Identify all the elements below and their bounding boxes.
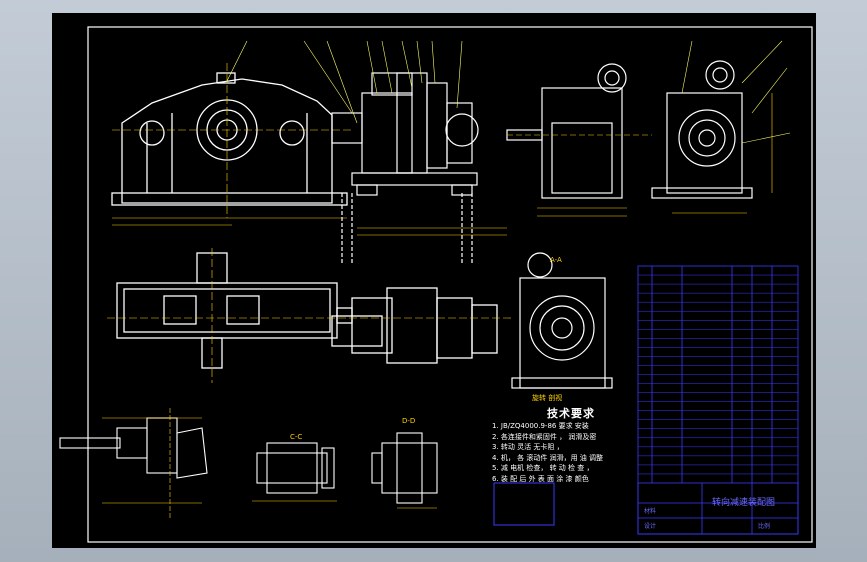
rotated-view-label: 旋转 剖视 <box>532 394 563 402</box>
scale-label: 比例 <box>758 523 771 530</box>
parts-list-rows <box>638 274 798 475</box>
requirement-line: 5. 减 电机 检查， 转 动 检 查 ， <box>492 464 594 472</box>
requirement-line: 1. JB/ZQ4000.9-86 要求 安装 <box>492 422 589 430</box>
section-label-d-d: D-D <box>402 417 416 425</box>
detail-view-d-d <box>371 432 438 509</box>
cad-drawing <box>59 26 813 543</box>
technical-requirements-title: 技术要求 <box>547 407 595 420</box>
detail-view-left <box>59 408 208 518</box>
detail-view-c-c <box>252 442 337 502</box>
leader-lines <box>226 40 791 144</box>
designer-label: 设计 <box>644 523 657 530</box>
material-label: 材料 <box>644 508 657 515</box>
requirement-line: 4. 机， 各 滚动件 润滑，用 油 调整 <box>492 453 604 462</box>
section-label-c-c: C-C <box>290 433 303 441</box>
requirement-line: 6. 装 配 后 外 表 面 涂 漆 颜色 <box>492 474 589 483</box>
gearbox-plan-view <box>107 248 512 383</box>
motor-assembly-front <box>331 72 507 263</box>
requirement-line: 2. 各连接件和紧固件 ， 润滑及密 <box>492 432 597 441</box>
requirement-line: 3. 转动 灵活 无卡阻 ， <box>492 443 564 451</box>
drawing-sheet: 技术要求 1. JB/ZQ4000.9-86 要求 安装 2. 各连接件和紧固件… <box>52 13 816 548</box>
parts-list-table <box>637 265 799 535</box>
section-a-a <box>511 252 613 389</box>
drawing-frame <box>87 26 813 543</box>
side-view-a <box>506 63 652 217</box>
section-label-a-a: A-A <box>550 256 562 264</box>
gearbox-front-view <box>111 63 352 226</box>
side-view-b <box>651 60 773 214</box>
stamp-box <box>493 482 555 526</box>
drawing-name: 转向减速装配图 <box>712 498 776 508</box>
technical-requirements-text: 1. JB/ZQ4000.9-86 要求 安装 2. 各连接件和紧固件 ， 润滑… <box>492 421 617 484</box>
